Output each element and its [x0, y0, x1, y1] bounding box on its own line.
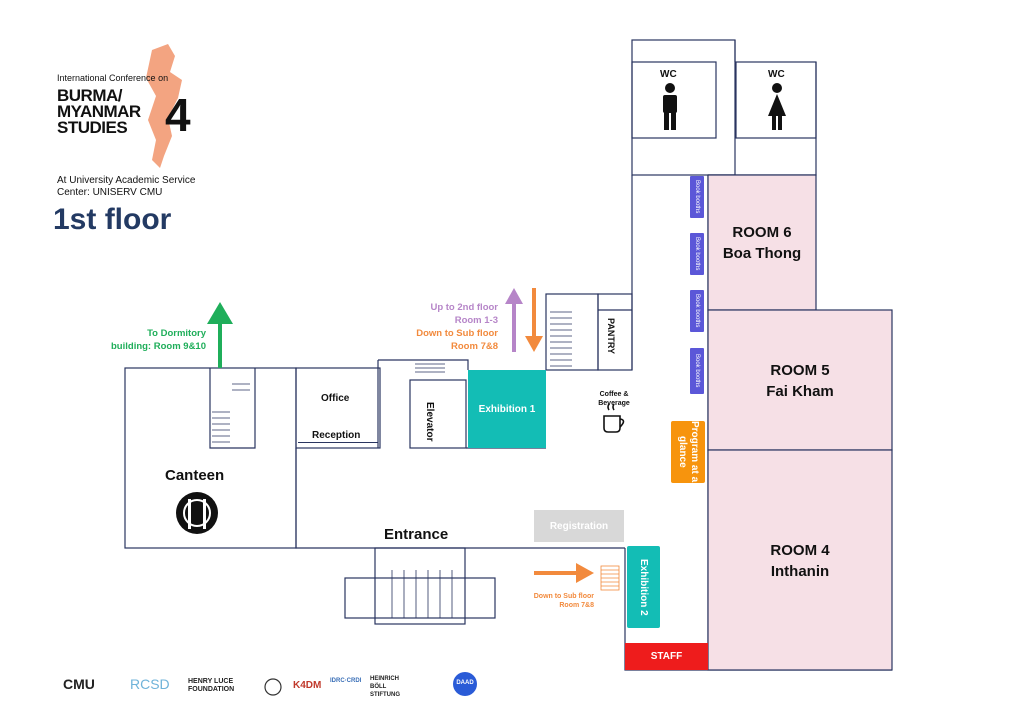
- title-line-1: BURMA/: [57, 86, 122, 105]
- boell-logo: HEINRICH BÖLL STIFTUNG: [370, 676, 400, 698]
- room-5: [707, 309, 893, 451]
- room-6: [707, 174, 817, 311]
- reception-desk: [298, 442, 378, 443]
- stairs-pantry: [550, 311, 572, 367]
- sub-floor-line-1: Down to Sub floor: [533, 593, 594, 600]
- wc-women-label: WC: [768, 69, 785, 80]
- main-hall: [295, 448, 625, 549]
- office-label: Office: [321, 393, 350, 404]
- coffee-line-1: Coffee &: [599, 391, 629, 398]
- woman-icon: [768, 83, 786, 130]
- rcsd-logo: RCSD: [130, 676, 170, 692]
- sub-floor-line-2: Room 7&8: [559, 602, 594, 609]
- entrance-steps: [344, 577, 496, 619]
- floor-title: 1st floor: [53, 203, 172, 236]
- registration: Registration: [534, 510, 624, 542]
- room-4: [707, 449, 893, 671]
- myanmar-map-logo: [146, 44, 182, 168]
- room-6-subtitle: Boa Thong: [722, 245, 802, 262]
- room-6-label: ROOM 6 Boa Thong: [708, 222, 816, 264]
- cmu-logo: CMU: [63, 676, 95, 692]
- conference-number: 4: [165, 89, 191, 141]
- reception-label: Reception: [312, 430, 361, 441]
- stairs-direction: Up to 2nd floor Room 1-3 Down to Sub flo…: [380, 301, 498, 353]
- pantry-room: [597, 293, 633, 371]
- elevator-shaft: [409, 379, 467, 449]
- down-line-1: Down to Sub floor: [416, 328, 498, 339]
- book-booth-2: Book booths: [690, 233, 704, 275]
- exhibition-2: Exhibition 2: [627, 546, 660, 628]
- dormitory-direction: To Dormitory building: Room 9&10: [90, 327, 206, 353]
- stairs-elevator: [415, 363, 445, 373]
- daad-label: DAAD: [456, 680, 474, 686]
- book-booth-3: Book booths: [690, 290, 704, 332]
- staff-area: STAFF: [625, 643, 708, 670]
- venue-line-2: Center: UNISERV CMU: [57, 187, 163, 198]
- room-4-subtitle: Inthanin: [770, 563, 830, 580]
- conference-title: BURMA/ MYANMAR STUDIES: [57, 86, 141, 137]
- stairwell-upper: [545, 293, 599, 371]
- program-at-a-glance: Program at a glance: [671, 421, 705, 483]
- wc-men-label: WC: [660, 69, 677, 80]
- room-4-name: ROOM 4: [770, 542, 830, 559]
- book-booth-1: Book booths: [690, 176, 704, 218]
- canteen-icon: [176, 492, 218, 534]
- exhibition-1: Exhibition 1: [468, 370, 546, 448]
- elevator-label: Elevator: [424, 402, 435, 442]
- henry-luce-logo: HENRY LUCE FOUNDATION: [188, 678, 235, 693]
- wc-men-room: [631, 61, 717, 139]
- down-line-2: Room 7&8: [451, 341, 498, 352]
- sponsor-circle-logo: [264, 678, 282, 696]
- canteen-label: Canteen: [165, 467, 225, 484]
- room-6-name: ROOM 6: [732, 224, 792, 241]
- conference-line: International Conference on: [57, 73, 169, 83]
- stairs-entrance: [391, 570, 453, 618]
- stairs-canteen: [212, 383, 250, 443]
- up-line-1: Up to 2nd floor: [430, 302, 498, 313]
- venue: At University Academic Service Center: U…: [57, 175, 217, 199]
- venue-line-1: At University Academic Service: [57, 175, 196, 186]
- title-line-2: MYANMAR: [57, 102, 141, 121]
- room-5-name: ROOM 5: [770, 362, 830, 379]
- k4dm-logo: K4DM: [293, 680, 322, 691]
- dormitory-line-2: building: Room 9&10: [111, 341, 206, 352]
- room-5-label: ROOM 5 Fai Kham: [708, 360, 892, 402]
- man-icon: [663, 83, 677, 130]
- room-5-subtitle: Fai Kham: [766, 383, 834, 400]
- pantry-label: PANTRY: [606, 318, 616, 354]
- sub-floor-direction: Down to Sub floor Room 7&8: [500, 592, 594, 610]
- book-booth-4: Book booths: [690, 348, 704, 394]
- wc-block: [631, 39, 736, 176]
- dormitory-line-1: To Dormitory: [147, 328, 206, 339]
- coffee-cup-icon: [603, 403, 625, 433]
- title-line-3: STUDIES: [57, 118, 128, 137]
- room-4-label: ROOM 4 Inthanin: [708, 540, 892, 582]
- coffee-label: Coffee & Beverage: [594, 390, 634, 408]
- coffee-line-2: Beverage: [598, 400, 630, 407]
- up-line-2: Room 1-3: [454, 315, 498, 326]
- daad-logo: [453, 672, 477, 696]
- idrc-logo: IDRC·CRDI: [330, 678, 362, 684]
- entrance-label: Entrance: [384, 526, 449, 543]
